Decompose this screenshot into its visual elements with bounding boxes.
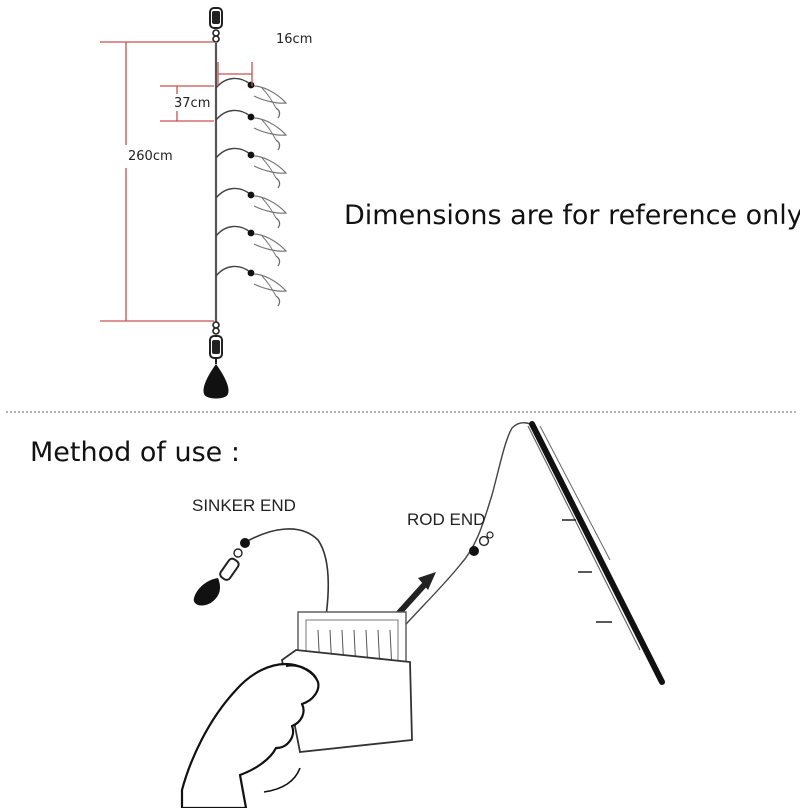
sinker-end-line — [243, 528, 330, 641]
snood-hook — [215, 265, 288, 307]
snood-hook — [215, 187, 288, 229]
sinker-end-label: SINKER END — [192, 496, 296, 515]
top-snap-swivel — [209, 7, 223, 43]
method-illustration — [180, 421, 665, 808]
direction-arrow — [395, 572, 436, 617]
rig-illustration — [203, 7, 288, 399]
snood-hook — [215, 109, 288, 151]
snood-dimension-label: 37cm — [174, 96, 211, 111]
dimension-lines — [100, 41, 253, 322]
fishing-rod — [527, 421, 665, 685]
hand — [180, 662, 320, 808]
total-length-label: 260cm — [128, 149, 173, 164]
rod-end-label: ROD END — [407, 510, 486, 529]
sinker-end-weight — [193, 578, 220, 606]
reference-note: Dimensions are for reference only — [344, 200, 800, 231]
rod-end-line — [391, 422, 537, 641]
sinker — [203, 364, 229, 399]
spacing-dimension-label: 16cm — [276, 32, 313, 47]
snood-hook — [215, 225, 288, 267]
hook-snoods — [215, 77, 288, 307]
method-heading: Method of use : — [30, 437, 240, 468]
snood-hook — [215, 147, 288, 189]
bottom-swivel — [209, 321, 223, 364]
